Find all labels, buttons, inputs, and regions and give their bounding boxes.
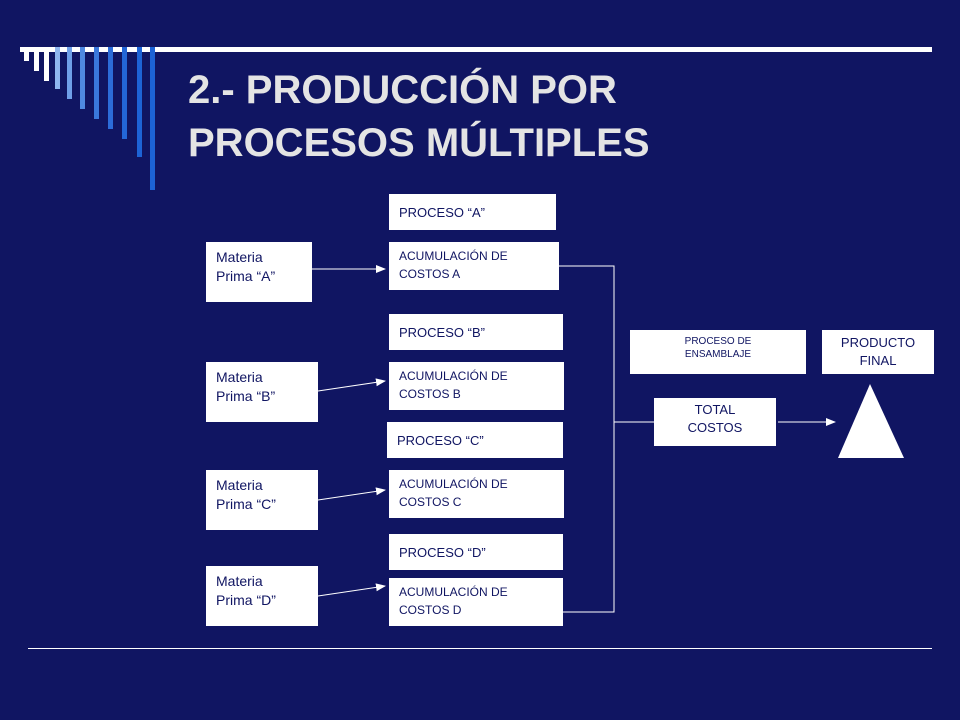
acumulacion-a-line2: COSTOS A: [399, 267, 461, 281]
acumulacion-costos-a: ACUMULACIÓN DE COSTOS A: [389, 242, 559, 290]
proceso-a: PROCESO “A”: [389, 194, 556, 230]
slide-title: 2.- PRODUCCIÓN POR PROCESOS MÚLTIPLES: [188, 64, 928, 170]
decorative-bar: [80, 47, 85, 109]
decorative-bar: [94, 47, 99, 119]
ensamblaje-line1: PROCESO DE: [684, 336, 752, 347]
materia-a-line1: Materia: [216, 249, 263, 265]
acumulacion-d-line1: ACUMULACIÓN DE: [399, 585, 508, 599]
materia-d-line1: Materia: [216, 573, 263, 589]
arrow-materia-d: [317, 583, 386, 597]
acumulacion-costos-d: ACUMULACIÓN DE COSTOS D: [389, 578, 563, 626]
materia-prima-c: Materia Prima “C”: [206, 470, 318, 530]
total-line2: COSTOS: [687, 420, 743, 435]
acumulacion-c-line2: COSTOS C: [399, 495, 462, 509]
proceso-b-label: PROCESO “B”: [399, 324, 485, 340]
total-costos: TOTAL COSTOS: [654, 398, 776, 446]
arrow-materia-b: [317, 378, 386, 392]
total-line1: TOTAL: [694, 402, 736, 417]
proceso-a-label: PROCESO “A”: [399, 204, 485, 220]
acumulacion-b-line1: ACUMULACIÓN DE: [399, 369, 508, 383]
proceso-c-label: PROCESO “C”: [397, 432, 484, 448]
materia-prima-d: Materia Prima “D”: [206, 566, 318, 626]
materia-prima-b: Materia Prima “B”: [206, 362, 318, 422]
title-line-2: PROCESOS MÚLTIPLES: [188, 121, 650, 165]
bracket-connector: [559, 265, 615, 613]
acumulacion-d-line2: COSTOS D: [399, 603, 462, 617]
proceso-ensamblaje: PROCESO DE ENSAMBLAJE: [630, 330, 806, 374]
decorative-bar: [44, 47, 49, 81]
proceso-c: PROCESO “C”: [387, 422, 563, 458]
title-line-1: 2.- PRODUCCIÓN POR: [188, 68, 617, 112]
proceso-b: PROCESO “B”: [389, 314, 563, 350]
decorative-bar: [150, 47, 155, 190]
decorative-bar: [122, 47, 127, 139]
ensamblaje-line2: ENSAMBLAJE: [684, 349, 752, 360]
producto-final: PRODUCTO FINAL: [822, 330, 934, 374]
footer-divider: [28, 648, 932, 649]
decorative-bar: [55, 47, 60, 89]
proceso-d: PROCESO “D”: [389, 534, 563, 570]
decorative-bar: [24, 47, 29, 61]
acumulacion-a-line1: ACUMULACIÓN DE: [399, 249, 508, 263]
materia-prima-a: Materia Prima “A”: [206, 242, 312, 302]
producto-line1: PRODUCTO: [840, 335, 916, 350]
materia-b-line1: Materia: [216, 369, 263, 385]
arrow-materia-c: [317, 487, 386, 501]
decorative-bar: [34, 47, 39, 71]
materia-c-line1: Materia: [216, 477, 263, 493]
acumulacion-costos-b: ACUMULACIÓN DE COSTOS B: [389, 362, 564, 410]
decorative-bar: [137, 47, 142, 157]
decorative-bar: [108, 47, 113, 129]
acumulacion-b-line2: COSTOS B: [399, 387, 461, 401]
materia-a-line2: Prima “A”: [216, 268, 276, 284]
producto-line2: FINAL: [859, 353, 897, 368]
materia-d-line2: Prima “D”: [216, 592, 276, 608]
acumulacion-costos-c: ACUMULACIÓN DE COSTOS C: [389, 470, 564, 518]
materia-c-line2: Prima “C”: [216, 496, 276, 512]
decorative-header-line: [20, 47, 932, 52]
decorative-bar: [67, 47, 72, 99]
materia-b-line2: Prima “B”: [216, 388, 276, 404]
acumulacion-c-line1: ACUMULACIÓN DE: [399, 477, 508, 491]
final-product-triangle: [838, 384, 904, 458]
proceso-d-label: PROCESO “D”: [399, 544, 486, 560]
